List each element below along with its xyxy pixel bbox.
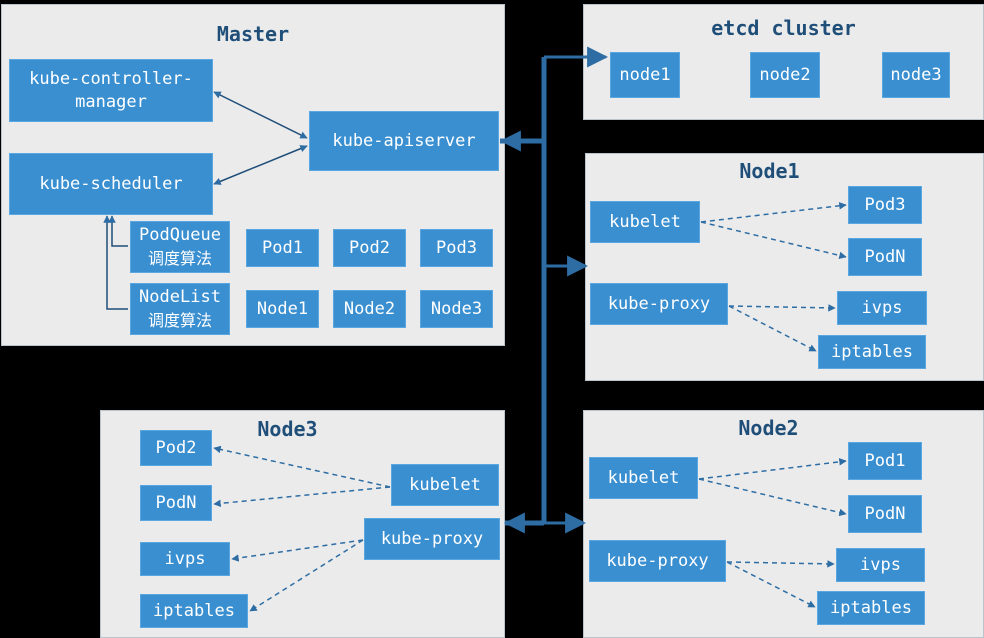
node3-kubelet-pod2-link	[213, 445, 391, 488]
node1-kube-proxy-box: kube-proxy	[590, 283, 728, 325]
nodelist-label: NodeList	[139, 287, 221, 307]
nodelist-algorithm-box: NodeList 调度算法	[130, 283, 230, 335]
etcd-node2-box: node2	[750, 52, 820, 98]
nodelist-algorithm-label: 调度算法	[147, 311, 212, 330]
etcd-node3-box: node3	[882, 52, 950, 98]
node3-proxy-iptables-link	[249, 539, 364, 612]
master-internal-links	[103, 91, 308, 310]
node-dashed-links	[213, 202, 847, 612]
node3-podn-box: PodN	[140, 485, 212, 521]
node2-title: Node2	[738, 416, 799, 440]
kube-controller-manager-box: kube-controller- manager	[9, 59, 213, 122]
node2-kubelet-pod1-link	[698, 458, 847, 480]
node1-proxy-iptables-link	[728, 305, 817, 352]
podqueue-algorithm-label: 调度算法	[147, 249, 212, 268]
scheduler-nodelist-link	[103, 215, 128, 310]
master-pod2-box: Pod2	[333, 229, 406, 267]
node1-podn-box: PodN	[848, 238, 922, 276]
master-node2-box: Node2	[333, 290, 406, 328]
scheduler-to-apiserver-link	[213, 145, 308, 185]
node2-kubelet-box: kubelet	[589, 457, 698, 499]
etcd-node1-box: node1	[610, 52, 680, 98]
node1-pod3-box: Pod3	[848, 186, 922, 224]
controller-manager-line2: manager	[75, 91, 147, 112]
podqueue-algorithm-box: PodQueue 调度算法	[130, 221, 230, 273]
node2-ivps-box: ivps	[836, 548, 925, 582]
node3-title: Node3	[257, 417, 318, 441]
node3-proxy-ivps-link	[231, 539, 364, 562]
apiserver-bus	[500, 57, 547, 526]
kube-scheduler-box: kube-scheduler	[9, 153, 213, 215]
controller-to-apiserver-link	[213, 91, 308, 139]
master-pod1-box: Pod1	[246, 229, 319, 267]
master-node3-box: Node3	[420, 290, 493, 328]
node3-kubelet-podn-link	[213, 486, 391, 508]
node1-ivps-box: ivps	[837, 291, 927, 325]
node2-kube-proxy-box: kube-proxy	[589, 540, 726, 582]
controller-manager-line1: kube-controller-	[29, 68, 193, 89]
node2-kubelet-podn-link	[698, 478, 847, 517]
master-pod3-box: Pod3	[420, 229, 493, 267]
node1-title: Node1	[739, 159, 800, 183]
node3-iptables-box: iptables	[140, 594, 248, 628]
node1-kubelet-podn-link	[700, 221, 847, 260]
node2-iptables-box: iptables	[817, 591, 925, 625]
podqueue-label: PodQueue	[139, 225, 221, 245]
node3-kube-proxy-box: kube-proxy	[364, 518, 500, 560]
node2-proxy-iptables-link	[726, 561, 816, 608]
etcd-cluster-title: etcd cluster	[711, 16, 856, 40]
node1-kubelet-pod3-link	[700, 202, 847, 223]
node1-proxy-ivps-link	[728, 304, 836, 312]
node3-pod2-box: Pod2	[140, 430, 212, 466]
node3-ivps-box: ivps	[140, 542, 230, 576]
node2-podn-box: PodN	[848, 495, 922, 533]
scheduler-podqueue-link	[108, 215, 128, 247]
node1-kubelet-box: kubelet	[590, 201, 700, 243]
kube-apiserver-box: kube-apiserver	[309, 111, 499, 171]
node3-kubelet-box: kubelet	[391, 464, 499, 506]
node2-pod1-box: Pod1	[848, 442, 922, 480]
node1-iptables-box: iptables	[818, 335, 926, 369]
node2-proxy-ivps-link	[726, 560, 835, 568]
master-title: Master	[216, 22, 290, 46]
bus-arrows	[499, 46, 609, 534]
master-node1-box: Node1	[246, 290, 319, 328]
